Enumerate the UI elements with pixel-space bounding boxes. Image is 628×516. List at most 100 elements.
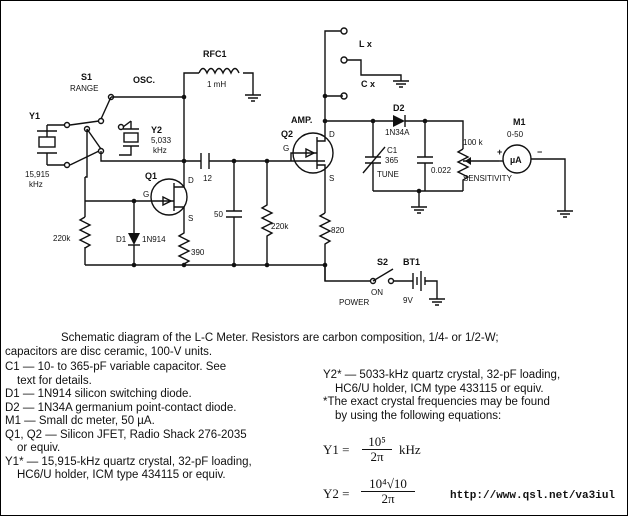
r220k-right-label: 220k <box>271 222 289 231</box>
y2-crystal <box>123 132 139 143</box>
node-osc-top <box>181 94 187 100</box>
q1-gate-arrow <box>162 195 173 207</box>
rfc1-label: RFC1 <box>203 49 227 59</box>
q2-source <box>317 164 326 213</box>
r220k-right-resistor <box>260 161 274 265</box>
y2-lead-bottom <box>119 145 139 156</box>
q2-drain <box>317 121 326 142</box>
s1-label: S1 <box>81 72 92 82</box>
q1-source <box>174 206 185 227</box>
parts-list-left: C1 — 10- to 365-pF variable capacitor. S… <box>5 361 252 483</box>
c50-label: 50 <box>214 210 223 219</box>
lx-terminal-a[interactable] <box>340 27 348 35</box>
s1-lower-arm[interactable] <box>86 128 102 150</box>
osc-label: OSC. <box>133 75 155 85</box>
battery-voltage-label: 9V <box>403 296 413 305</box>
pot-wiper-arrow <box>465 157 471 165</box>
bt1-label: BT1 <box>403 257 420 267</box>
s2-contact-b <box>387 277 395 285</box>
node-c50 <box>231 158 237 164</box>
node-r220k <box>264 158 270 164</box>
s1-to-drain <box>100 151 184 162</box>
ua-label: µA <box>510 155 522 165</box>
y2-lead-top <box>123 121 139 130</box>
part-y1: Y1* — 15,915-kHz quartz crystal, 32-pF l… <box>5 455 252 468</box>
part-c1: C1 — 10- to 365-pF variable capacitor. S… <box>5 361 227 373</box>
y1-lead-top <box>37 125 57 137</box>
y1-freq-label-b: kHz <box>29 180 43 189</box>
power-label: POWER <box>339 298 369 307</box>
battery-to-ground <box>425 280 438 299</box>
y1-wires <box>47 124 65 166</box>
meter-plus-label: + <box>497 147 502 157</box>
parts-list-right: Y2* — 5033-kHz quartz crystal, 32-pF loa… <box>323 369 560 423</box>
y1-crystal <box>38 136 56 148</box>
node-q1-gate <box>131 198 137 204</box>
tune-label: TUNE <box>377 170 399 179</box>
part-q1q2: Q1, Q2 — Silicon JFET, Radio Shack 276-2… <box>5 428 247 441</box>
q2-g-label: G <box>283 144 289 153</box>
s1-to-gate-rail <box>85 129 88 178</box>
range-label: RANGE <box>70 84 98 93</box>
q2-d-label: D <box>329 130 335 139</box>
m1-label: M1 <box>513 117 526 127</box>
lx-terminal-b[interactable] <box>340 56 348 64</box>
y1-term-a <box>63 121 71 129</box>
pot-100k[interactable] <box>456 148 470 191</box>
q1-drain <box>174 161 185 188</box>
eq2-lhs: Y2 = <box>323 486 350 501</box>
meter-minus-lead <box>531 158 566 211</box>
meter-minus-label: − <box>537 147 542 157</box>
c0022-capacitor <box>417 121 433 191</box>
c1-label: C1 <box>387 146 398 155</box>
r220k-left-resistor <box>78 216 92 249</box>
eq1-lhs: Y1 = <box>323 442 350 457</box>
q2-label: Q2 <box>281 129 293 139</box>
node-q1-drain <box>181 158 187 164</box>
c1-variable-arrow <box>362 146 386 174</box>
node-c1 <box>370 118 376 124</box>
y1-lead-bottom <box>37 152 57 165</box>
s2-label: S2 <box>377 257 388 267</box>
r820-resistor <box>318 212 332 281</box>
eq1-numerator: 10⁵ <box>368 434 386 449</box>
cx-terminal[interactable] <box>340 92 348 100</box>
node-d1-gnd <box>131 262 137 268</box>
part-y1-cont: HC6/U holder, ICM type 434115 or equiv. <box>17 469 226 481</box>
s2-switch[interactable] <box>372 268 394 282</box>
node-detector-gnd <box>416 188 422 194</box>
part-d1: D1 — 1N914 silicon switching diode. <box>5 388 192 400</box>
y1-term-b <box>63 161 71 169</box>
y2-freq-label-a: 5,033 <box>151 136 172 145</box>
top-ground-icon <box>393 80 409 88</box>
rfc1-coil <box>198 67 240 75</box>
pot-label: 100 k <box>463 138 484 147</box>
s2-contact-a <box>369 277 377 285</box>
node-c0022 <box>422 118 428 124</box>
lx-cx-ground <box>347 59 402 81</box>
y2-to-s1 <box>122 120 132 128</box>
y2-freq-label-b: kHz <box>153 146 167 155</box>
sensitivity-label: SENSITIVITY <box>463 174 513 183</box>
on-label: ON <box>371 288 383 297</box>
s1-contact-y1 <box>97 117 105 125</box>
eq1-fraction: 10⁵ 2π <box>361 435 393 464</box>
m1-range-label: 0-50 <box>507 130 524 139</box>
rfc1-lead-left <box>183 72 199 97</box>
s1-pivot <box>107 93 115 101</box>
r820-to-s2 <box>324 265 371 282</box>
q2-gate-lead <box>290 152 297 161</box>
q2-s-label: S <box>329 174 334 183</box>
caption-intro-line2: capacitors are disc ceramic, 100-V units… <box>5 346 213 358</box>
bt1-battery <box>412 271 426 291</box>
meter-ground-icon <box>557 210 573 218</box>
rfc1-ground-icon <box>245 94 261 102</box>
node-cx <box>322 93 328 99</box>
y1-to-s1 <box>69 120 100 166</box>
eq1-denominator: 2π <box>370 449 384 464</box>
rfc1-lead-right <box>243 72 254 95</box>
source-url[interactable]: http://www.qsl.net/va3iul <box>450 490 616 502</box>
s1-switch-arm[interactable] <box>100 96 112 120</box>
eq2-denominator: 2π <box>381 491 395 506</box>
